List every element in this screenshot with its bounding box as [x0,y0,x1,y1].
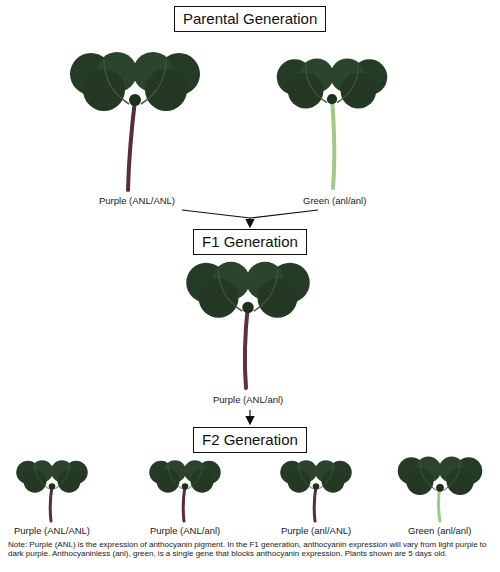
generation-box: F1 Generation [193,229,307,255]
footnote: Note: Purple (ANL) is the expression of … [8,540,492,558]
genotype-label: Green (anl/anl) [303,195,366,207]
generation-box: F2 Generation [193,427,307,453]
genotype-label: Purple (ANL/ANL) [99,195,175,207]
genotype-label: Purple (ANL/anl) [213,394,283,406]
generation-heading: F1 Generation [202,233,298,251]
genotype-label: Purple (anl/ANL) [281,525,351,537]
generation-heading: Parental Generation [183,10,317,28]
generation-box: Parental Generation [174,6,326,32]
genotype-label: Purple (ANL/ANL) [14,525,90,537]
genotype-label: Purple (ANL/anl) [150,525,220,537]
generation-heading: F2 Generation [202,431,298,449]
genotype-label: Green (anl/anl) [408,525,471,537]
